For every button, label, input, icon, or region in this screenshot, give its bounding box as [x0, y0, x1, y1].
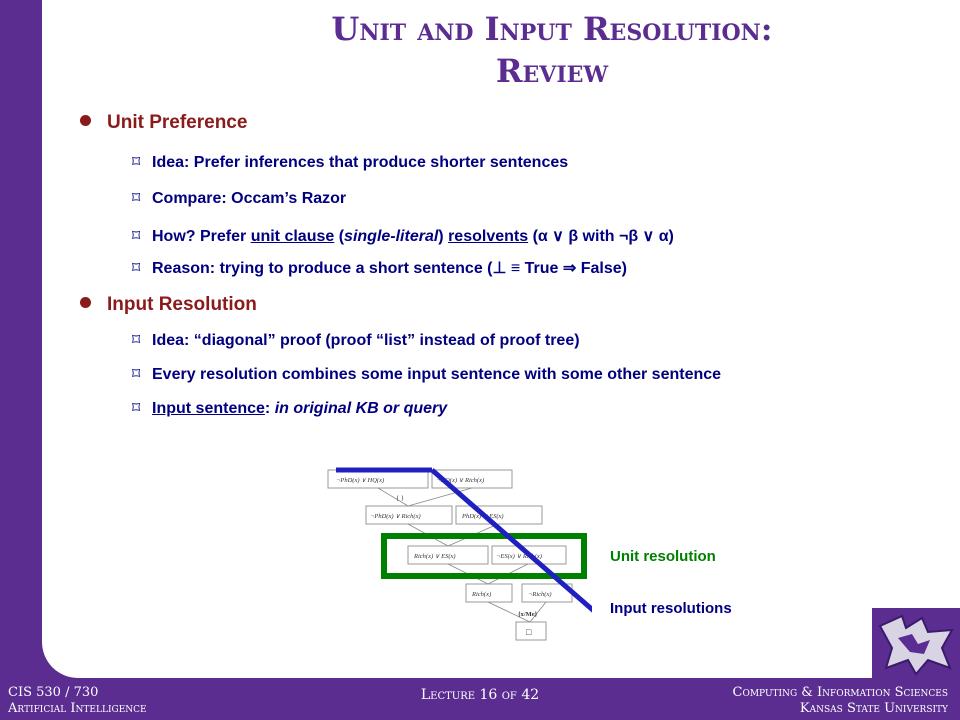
node-text: ¬Rich(x) [528, 591, 552, 598]
footer-course: CIS 530 / 730 [8, 685, 99, 700]
node-text: ¬HQ(x) ∨ Rich(x) [436, 477, 484, 484]
slide-title-line2: Review [495, 52, 609, 90]
input-resolution-diagonal [430, 468, 592, 613]
sub-item: ⌑Input sentence: in original KB or query [132, 400, 448, 417]
footer-department: Computing & Information Sciences [732, 685, 948, 700]
sub-item: ⌑Reason: trying to produce a short sente… [132, 260, 627, 277]
footer-university: Kansas State University [799, 701, 948, 716]
bullet-dot-icon [80, 115, 91, 127]
node-text: ¬ES(x) ∨ Rich(x) [496, 553, 542, 560]
bullet-dot-icon [80, 297, 91, 309]
footer-lecture: Lecture 16 of 42 [420, 687, 540, 703]
proof-node [465, 583, 513, 603]
empty-clause-icon: □ [526, 627, 532, 637]
slide: Unit and Input Resolution: Review [42, 0, 960, 678]
resolution-proof-diagram: ¬PhD(x) ∨ HQ(x) ¬HQ(x) ∨ Rich(x) { } ¬Ph… [327, 467, 592, 641]
arrow-marker-icon: ⌑ [132, 260, 141, 277]
node-text: Rich(x) ∨ ES(x) [413, 553, 456, 560]
bullet-input-resolution: Input Resolution [80, 294, 257, 316]
node-text: ¬PhD(x) ∨ Rich(x) [370, 513, 421, 520]
arrow-marker-icon: ⌑ [132, 332, 141, 349]
proof-node [515, 621, 547, 641]
unit-resolution-label: Unit resolution [610, 548, 716, 565]
arrow-marker-icon: ⌑ [132, 366, 141, 383]
arrow-marker-icon: ⌑ [132, 228, 141, 245]
sub-item: ⌑Idea: Prefer inferences that produce sh… [132, 154, 569, 171]
node-text: Rich(x) [471, 591, 491, 598]
arrow-marker-icon: ⌑ [132, 190, 141, 207]
slide-title-line1: Unit and Input Resolution: [331, 10, 773, 48]
edge-text: {x/Me} [518, 611, 538, 618]
arrow-marker-icon: ⌑ [132, 154, 141, 171]
footer-course-name: Artificial Intelligence [8, 701, 147, 716]
node-text: ¬PhD(x) ∨ HQ(x) [336, 477, 384, 484]
input-resolutions-label: Input resolutions [610, 600, 732, 617]
kstate-logo [872, 608, 960, 682]
wildcat-logo-icon [878, 614, 954, 676]
sub-item: ⌑How? Prefer unit clause (single-literal… [132, 228, 674, 245]
bullet-unit-preference: Unit Preference [80, 112, 247, 134]
unit-resolution-box [381, 533, 587, 579]
sub-item: ⌑Compare: Occam’s Razor [132, 190, 347, 207]
edge-text: { } [396, 495, 404, 502]
arrow-marker-icon: ⌑ [132, 400, 141, 417]
sub-item: ⌑Every resolution combines some input se… [132, 366, 722, 383]
sub-item: ⌑Idea: “diagonal” proof (proof “list” in… [132, 332, 580, 349]
